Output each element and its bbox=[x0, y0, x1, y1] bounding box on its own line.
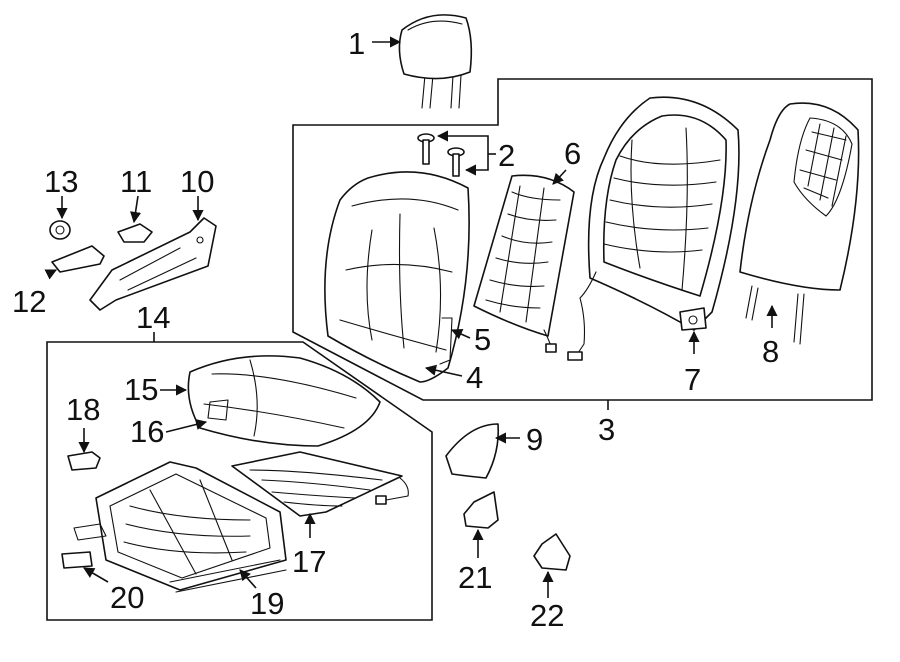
leader-16 bbox=[165, 419, 208, 433]
leader-5 bbox=[450, 328, 471, 340]
callout-20: 20 bbox=[110, 580, 144, 615]
callout-3: 3 bbox=[598, 412, 615, 447]
callout-13: 13 bbox=[44, 164, 78, 199]
leader-11 bbox=[129, 195, 142, 224]
leader-19 bbox=[239, 569, 257, 589]
seatback-group-box bbox=[292, 78, 873, 401]
lever-part bbox=[51, 245, 105, 273]
lumbar-support-part bbox=[473, 174, 575, 353]
leader-lines bbox=[44, 36, 778, 598]
callout-4: 4 bbox=[466, 360, 483, 395]
callout-labels: 1 2 3 4 5 6 7 8 9 10 11 12 13 14 15 16 1… bbox=[12, 26, 779, 633]
callout-21: 21 bbox=[458, 560, 492, 595]
side-trim-part bbox=[445, 423, 500, 479]
callout-2: 2 bbox=[498, 138, 515, 173]
callout-11: 11 bbox=[120, 164, 152, 199]
callout-22: 22 bbox=[530, 598, 564, 633]
callout-10: 10 bbox=[180, 164, 214, 199]
callout-18: 18 bbox=[66, 392, 100, 427]
callout-7: 7 bbox=[684, 362, 701, 397]
leader-20 bbox=[83, 567, 109, 583]
callout-8: 8 bbox=[762, 334, 779, 369]
screw-cap-part bbox=[49, 220, 71, 240]
callout-1: 1 bbox=[348, 26, 365, 61]
headrest-guide-part bbox=[417, 133, 465, 177]
callout-17: 17 bbox=[292, 544, 326, 579]
seat-cushion-part bbox=[187, 355, 381, 447]
seatback-frame-part bbox=[567, 96, 740, 361]
seatback-panel-part bbox=[739, 102, 860, 345]
cushion-mat-part bbox=[231, 451, 409, 517]
callout-12: 12 bbox=[12, 284, 46, 319]
callout-16: 16 bbox=[130, 414, 164, 449]
callout-5: 5 bbox=[474, 322, 491, 357]
leader-4 bbox=[424, 364, 463, 377]
recliner-knob-part bbox=[117, 223, 153, 243]
side-cover-part bbox=[61, 551, 93, 569]
leader-2a bbox=[436, 130, 489, 154]
headrest-part bbox=[398, 14, 473, 109]
callout-15: 15 bbox=[124, 372, 158, 407]
leader-12 bbox=[44, 269, 58, 280]
bracket-rear-part bbox=[533, 533, 571, 571]
leader-2b bbox=[464, 154, 489, 176]
cushion-frame-part bbox=[73, 461, 287, 593]
bracket-part bbox=[463, 491, 499, 529]
seatback-cover-part bbox=[324, 171, 470, 383]
leader-6 bbox=[552, 169, 567, 185]
recliner-cover-part bbox=[89, 217, 217, 311]
callout-19: 19 bbox=[250, 586, 284, 621]
module-part bbox=[67, 451, 101, 471]
callout-9: 9 bbox=[526, 422, 543, 457]
callout-14: 14 bbox=[136, 300, 170, 335]
cushion-group-box bbox=[46, 341, 433, 621]
callout-6: 6 bbox=[564, 136, 581, 171]
